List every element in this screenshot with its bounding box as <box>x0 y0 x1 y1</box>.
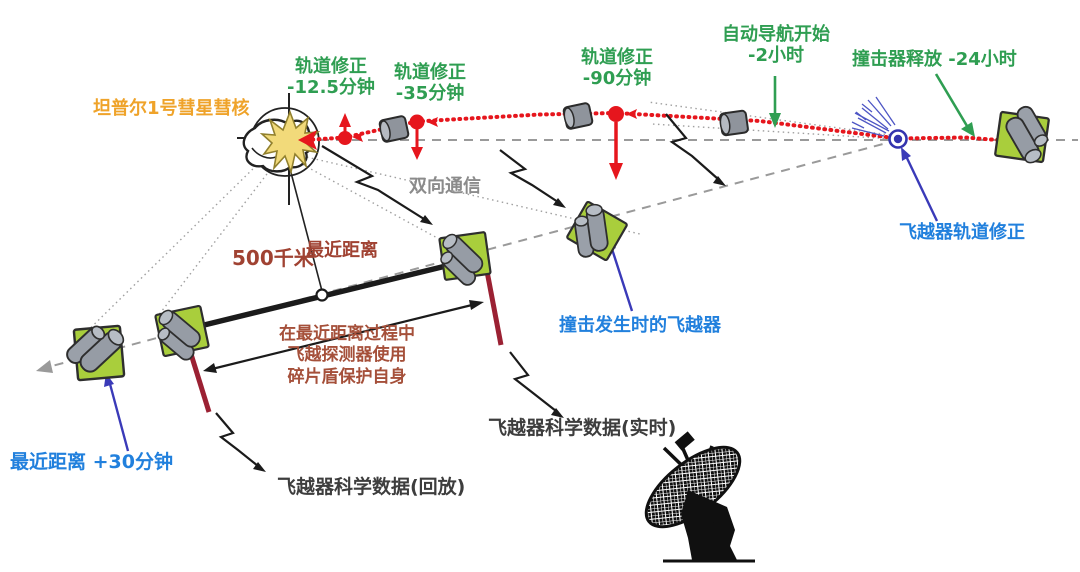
shield-span-arrow <box>203 300 484 373</box>
two-way-comm-label: 双向通信 <box>409 176 481 197</box>
tcm-90-label: 轨道修正 -90分钟 <box>552 47 682 89</box>
comm-arrows <box>215 113 719 467</box>
impactor-cylinder-icon <box>718 109 750 137</box>
autonav-label: 自动导航开始 -2小时 <box>706 24 846 66</box>
impactor-cylinder-icon <box>561 101 595 131</box>
shield-note-label: 在最近距离过程中 飞越探测器使用 碎片盾保护自身 <box>267 324 427 388</box>
spacecraft-icon-plus-30min <box>59 313 132 383</box>
comet-label: 坦普尔1号彗星彗核 <box>93 98 250 119</box>
ground-station-dish-icon <box>644 431 755 563</box>
debris-shield-bar <box>483 265 504 346</box>
comm-arrowheads <box>253 176 726 472</box>
tcm-35-label: 轨道修正 -35分钟 <box>365 62 495 104</box>
spacecraft-icon-release <box>993 99 1062 171</box>
tcm-125-line1: 轨道修正 <box>295 56 367 77</box>
spacecraft-icon-post-encounter <box>143 299 213 371</box>
closest-approach-distance-line <box>288 164 323 292</box>
closest-plus-30-pointer <box>104 373 130 452</box>
closest-approach-label: 最近距离 <box>306 240 378 261</box>
tcm-35-marker <box>409 114 425 160</box>
autonav-line1: 自动导航开始 <box>722 24 830 45</box>
sight-lines <box>69 101 895 349</box>
tcm-125-line2: -12.5分钟 <box>287 76 375 98</box>
impact-burst-icon <box>259 109 321 175</box>
distance-500km-label: 500千米 <box>232 246 314 270</box>
spacecraft-icon-at-impact <box>551 190 632 272</box>
debris-shield-bar <box>188 353 212 413</box>
tcm-35-line1: 轨道修正 <box>394 62 466 83</box>
tcm-90-marker <box>608 106 624 180</box>
autonav-line2: -2小时 <box>748 44 804 66</box>
tcm-90-line2: -90分钟 <box>582 67 652 89</box>
shield-note-line2: 飞越探测器使用 <box>287 345 407 366</box>
shield-note-line1: 在最近距离过程中 <box>279 324 415 344</box>
science-realtime-label: 飞越器科学数据(实时) <box>488 417 677 439</box>
tcm-125-marker <box>338 113 352 145</box>
release-arrow <box>934 73 975 137</box>
impactor-cylinder-icon <box>377 114 411 144</box>
spacecraft-icon-closest-approach <box>427 225 494 294</box>
shield-note-line3: 碎片盾保护自身 <box>287 366 407 387</box>
flyby-tcm-pointer <box>901 147 939 222</box>
tcm-90-line1: 轨道修正 <box>581 47 653 68</box>
flyby-tcm-point <box>888 129 908 149</box>
impactor-release-label: 撞击器释放 -24小时 <box>852 49 1017 70</box>
impact-arrowhead <box>298 130 317 150</box>
tcm-125-label: 轨道修正 -12.5分钟 <box>266 56 396 98</box>
tcm-35-line2: -35分钟 <box>395 82 465 104</box>
autonav-arrow <box>769 76 781 128</box>
thruster-burn-icon <box>851 96 896 137</box>
flyby-path-arrowhead <box>36 360 53 373</box>
flyby-tcm-label: 飞越器轨道修正 <box>899 222 1025 243</box>
flyby-at-impact-label: 撞击发生时的飞越器 <box>559 315 721 336</box>
impactor-path <box>298 109 1000 150</box>
closest-approach-marker <box>315 288 329 302</box>
closest-plus-30-label: 最近距离 +30分钟 <box>10 451 173 473</box>
science-playback-label: 飞越器科学数据(回放) <box>277 476 466 498</box>
